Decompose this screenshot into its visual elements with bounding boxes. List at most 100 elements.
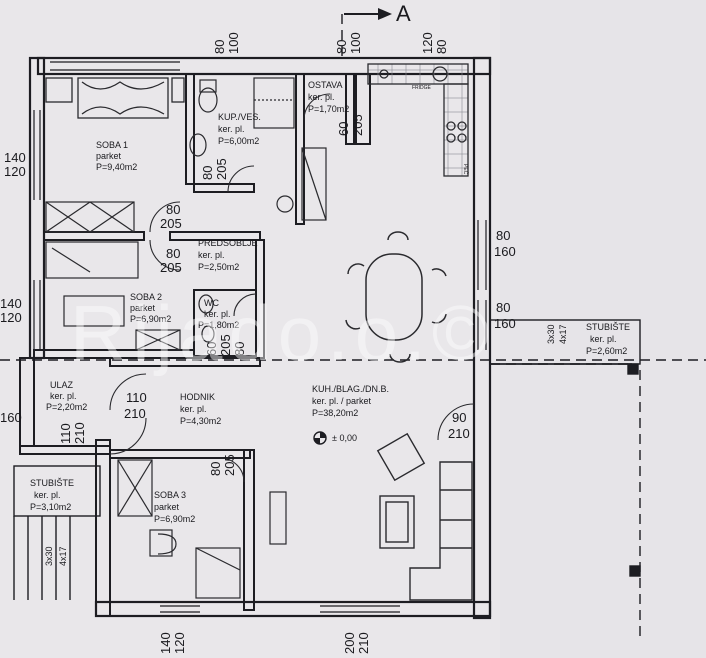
stubiste-left-area: P=3,10m2 bbox=[30, 502, 71, 512]
dim-kup-80: 80 bbox=[200, 166, 215, 180]
dim-top-b1: 80 bbox=[334, 40, 349, 54]
dim-left-b1: 140 bbox=[0, 296, 22, 311]
stair-left-steps-a: 3x30 bbox=[44, 546, 54, 566]
dim-kup-205: 205 bbox=[214, 158, 229, 180]
door-swings bbox=[109, 93, 475, 483]
dim-right2-160: 160 bbox=[494, 316, 516, 331]
dim-ulaz-210: 210 bbox=[124, 406, 146, 421]
dim-right-160: 160 bbox=[494, 244, 516, 259]
elevation-marker bbox=[313, 431, 327, 445]
soba1-name: SOBA 1 bbox=[96, 140, 128, 150]
dim-left-a2: 120 bbox=[4, 164, 26, 179]
dim-ulaz-110: 110 bbox=[126, 390, 147, 405]
stubiste-right-floor: ker. pl. bbox=[590, 334, 617, 344]
dim-top-c2: 80 bbox=[434, 40, 449, 54]
soba3-area: P=6,90m2 bbox=[154, 514, 195, 524]
dim-left-c: 160 bbox=[0, 410, 22, 425]
bathroom-fixtures bbox=[189, 77, 327, 343]
dining-set bbox=[345, 231, 447, 363]
stubiste-right-name: STUBIŠTE bbox=[586, 322, 630, 332]
kupves-area: P=6,00m2 bbox=[218, 136, 259, 146]
dim-soba3-205: 205 bbox=[222, 454, 237, 476]
section-arrow bbox=[344, 8, 392, 20]
hodnik-name: HODNIK bbox=[180, 392, 215, 402]
stair-left-steps-b: 4x17 bbox=[58, 546, 68, 566]
ulaz-floor: ker. pl. bbox=[50, 391, 77, 401]
dim-soba3-80: 80 bbox=[208, 462, 223, 476]
stove-label: PEĆ bbox=[462, 164, 469, 175]
dim-right-80: 80 bbox=[496, 228, 510, 243]
ostava-area: P=1,70m2 bbox=[308, 104, 349, 114]
ostava-floor: ker. pl. bbox=[308, 92, 335, 102]
paper-shade bbox=[500, 0, 706, 658]
ulaz-name: ULAZ bbox=[50, 380, 74, 390]
stair-right-steps-a: 3x30 bbox=[546, 324, 556, 344]
dim-ost-205: 205 bbox=[350, 114, 365, 136]
dim-ulaz2-210: 210 bbox=[72, 422, 87, 444]
left-stair-outline bbox=[13, 465, 101, 600]
kitchen-counter bbox=[367, 63, 469, 177]
room-labels: SOBA 1 parket P=9,40m2 KUP./VES. ker. pl… bbox=[30, 80, 630, 566]
dim-pred2-205: 205 bbox=[160, 260, 182, 275]
kuhinja-area: P=38,20m2 bbox=[312, 408, 358, 418]
soba3-floor: parket bbox=[154, 502, 180, 512]
dim-bottom-200: 200 bbox=[342, 632, 357, 654]
kupves-name: KUP./VES. bbox=[218, 112, 261, 122]
kuhinja-name: KUH./BLAG./DN.B. bbox=[312, 384, 389, 394]
soba2-name: SOBA 2 bbox=[130, 292, 162, 302]
section-marker: A bbox=[396, 1, 411, 26]
dim-kuh-90: 90 bbox=[452, 410, 466, 425]
living-furniture bbox=[376, 432, 473, 601]
stubiste-right-area: P=2,60m2 bbox=[586, 346, 627, 356]
soba2-area: P=6,90m2 bbox=[130, 314, 171, 324]
soba1-floor: parket bbox=[96, 151, 122, 161]
dim-kuh-210: 210 bbox=[448, 426, 470, 441]
stubiste-left-name: STUBIŠTE bbox=[30, 478, 74, 488]
soba1-area: P=9,40m2 bbox=[96, 162, 137, 172]
dim-left-b2: 120 bbox=[0, 310, 22, 325]
dim-top-a2: 100 bbox=[226, 32, 241, 54]
wc-name: WC bbox=[204, 298, 219, 308]
dim-left-a1: 140 bbox=[4, 150, 26, 165]
soba3-furniture bbox=[117, 459, 287, 599]
soba1-wardrobe bbox=[45, 201, 135, 233]
windows bbox=[33, 61, 487, 613]
watermark: Rijado.o.© bbox=[70, 289, 495, 377]
dim-top-b2: 100 bbox=[348, 32, 363, 54]
dim-ost-60: 60 bbox=[336, 122, 351, 136]
dim-pred2-80: 80 bbox=[166, 246, 180, 261]
dim-right2-80: 80 bbox=[496, 300, 510, 315]
ulaz-area: P=2,20m2 bbox=[46, 402, 87, 412]
soba2-bed bbox=[45, 241, 181, 351]
dim-ulaz2-110: 110 bbox=[58, 423, 73, 444]
dimensions: 80 100 80 100 120 80 140 120 140 120 160… bbox=[0, 32, 516, 654]
predsoblje-floor: ker. pl. bbox=[198, 250, 225, 260]
soba2-floor: parket bbox=[130, 303, 156, 313]
kuhinja-floor: ker. pl. / parket bbox=[312, 396, 372, 406]
kupves-floor: ker. pl. bbox=[218, 124, 245, 134]
hodnik-area: P=4,30m2 bbox=[180, 416, 221, 426]
dim-bottom-140: 140 bbox=[158, 632, 173, 654]
wc-floor: ker. pl. bbox=[204, 309, 231, 319]
dim-wc-60: 60 bbox=[204, 342, 219, 356]
dim-wc-205: 205 bbox=[218, 334, 233, 356]
stubiste-left-floor: ker. pl. bbox=[34, 490, 61, 500]
hodnik-floor: ker. pl. bbox=[180, 404, 207, 414]
dim-top-a1: 80 bbox=[212, 40, 227, 54]
elevation-label: ± 0,00 bbox=[332, 433, 357, 443]
soba3-name: SOBA 3 bbox=[154, 490, 186, 500]
dim-pred-205: 205 bbox=[160, 216, 182, 231]
dim-bottom-210: 210 bbox=[356, 632, 371, 654]
ostava-name: OSTAVA bbox=[308, 80, 343, 90]
fridge-label: FRIDGE bbox=[412, 85, 432, 91]
dim-bottom-120: 120 bbox=[172, 632, 187, 654]
soba1-bed bbox=[45, 77, 185, 119]
dim-pred-80: 80 bbox=[166, 202, 180, 217]
predsoblje-area: P=2,50m2 bbox=[198, 262, 239, 272]
stair-right-steps-b: 4x17 bbox=[558, 324, 568, 344]
predsoblje-name: PREDSOBLJE bbox=[198, 238, 258, 248]
wc-area: P=1,80m2 bbox=[198, 320, 239, 330]
dim-wc-80: 80 bbox=[232, 342, 247, 356]
